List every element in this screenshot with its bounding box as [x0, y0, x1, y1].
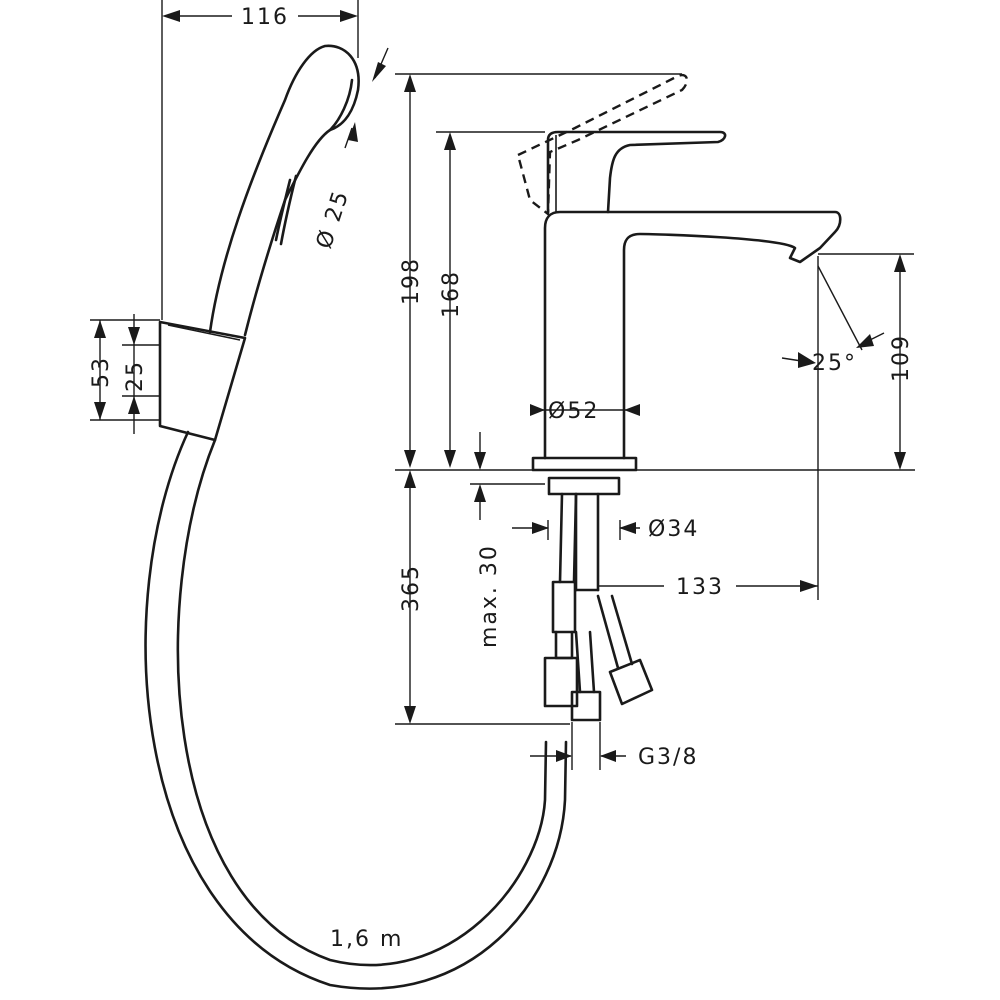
dim-d34-label: Ø34 [648, 517, 699, 542]
hose-length-label: 1,6 m [330, 927, 403, 952]
dim-365-label: 365 [399, 564, 424, 612]
dimension-d25: Ø 25 [312, 47, 389, 252]
shower-holder [158, 320, 247, 442]
dimension-g38: G3/8 [530, 722, 698, 770]
dim-53-label: 53 [89, 356, 114, 388]
dimension-365: 365 [395, 470, 570, 725]
dimension-116: 116 [161, 0, 359, 320]
dimension-d34: Ø34 [512, 517, 699, 542]
dimension-133: 133 [598, 575, 818, 600]
dim-133-label: 133 [676, 575, 724, 600]
dim-25deg-label: 25° [812, 351, 857, 376]
dim-d25-label: Ø 25 [312, 187, 354, 252]
dim-116-label: 116 [241, 5, 289, 30]
dimension-109: 109 [818, 253, 914, 470]
dimension-198: 198 [395, 73, 682, 468]
dim-g38-label: G3/8 [638, 745, 698, 770]
shower-hose [144, 430, 568, 990]
hand-shower [208, 44, 360, 337]
dimension-168: 168 [436, 131, 545, 468]
dim-168-label: 168 [439, 270, 464, 318]
dim-109-label: 109 [889, 334, 914, 382]
dimension-53-25: 53 25 [89, 314, 160, 434]
dim-198-label: 198 [399, 257, 424, 305]
dimension-d52: Ø52 [530, 399, 640, 424]
dim-max30-label: max. 30 [477, 544, 502, 648]
dimension-spout-angle: 25° [781, 256, 885, 600]
dim-d52-label: Ø52 [548, 399, 599, 424]
dimension-max30: max. 30 [470, 432, 545, 648]
basin-mixer [516, 73, 842, 722]
dim-25-holder-label: 25 [123, 360, 148, 392]
